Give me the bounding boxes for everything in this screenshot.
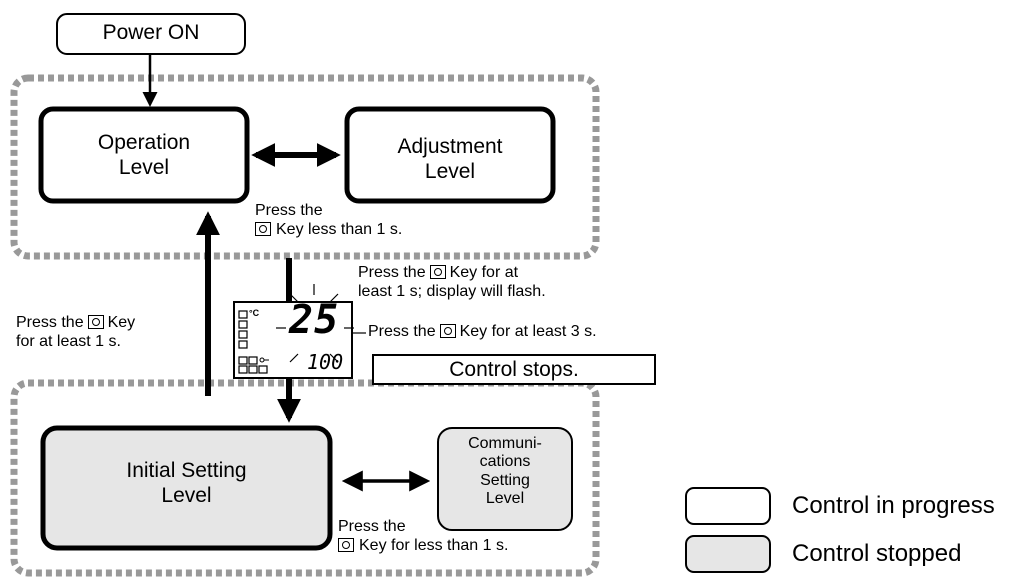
controller-display — [233, 284, 354, 379]
display-unit: °C — [249, 308, 260, 318]
legend-swatch-in-progress — [685, 487, 771, 525]
operation-level-label: Operation Level — [97, 131, 191, 179]
control-in-progress-group — [10, 74, 600, 260]
level-key-icon — [87, 315, 104, 329]
initial-setting-level-box — [40, 425, 333, 551]
legend-label-in-progress: Control in progress — [792, 492, 995, 519]
communications-setting-level-label: Communi- cations Setting Level — [468, 435, 542, 508]
control-stops-box — [372, 354, 656, 385]
control-stops-label: Control stops. — [449, 358, 579, 381]
display-sub-value: 100 — [307, 350, 344, 374]
level-key-icon — [439, 324, 456, 338]
adjustment-level-label: Adjustment Level — [397, 135, 503, 183]
operation-level-box — [38, 106, 250, 204]
op-adj-annotation: Press the Key less than 1 s. — [255, 202, 403, 238]
communications-setting-level-box — [437, 427, 573, 531]
level-key-icon — [429, 265, 446, 279]
power-on-label: Power ON — [102, 21, 200, 44]
level-key-icon — [255, 221, 271, 236]
display-main-value: 25 — [289, 297, 340, 343]
legend-swatch-stopped — [685, 535, 771, 573]
adjustment-level-box — [344, 106, 556, 204]
initial-setting-level-label: Initial Setting Level — [126, 459, 247, 507]
init-comm-annotation: Press the Key for less than 1 s. — [338, 518, 509, 554]
legend-label-stopped: Control stopped — [792, 540, 962, 567]
level-key-icon — [338, 537, 354, 552]
